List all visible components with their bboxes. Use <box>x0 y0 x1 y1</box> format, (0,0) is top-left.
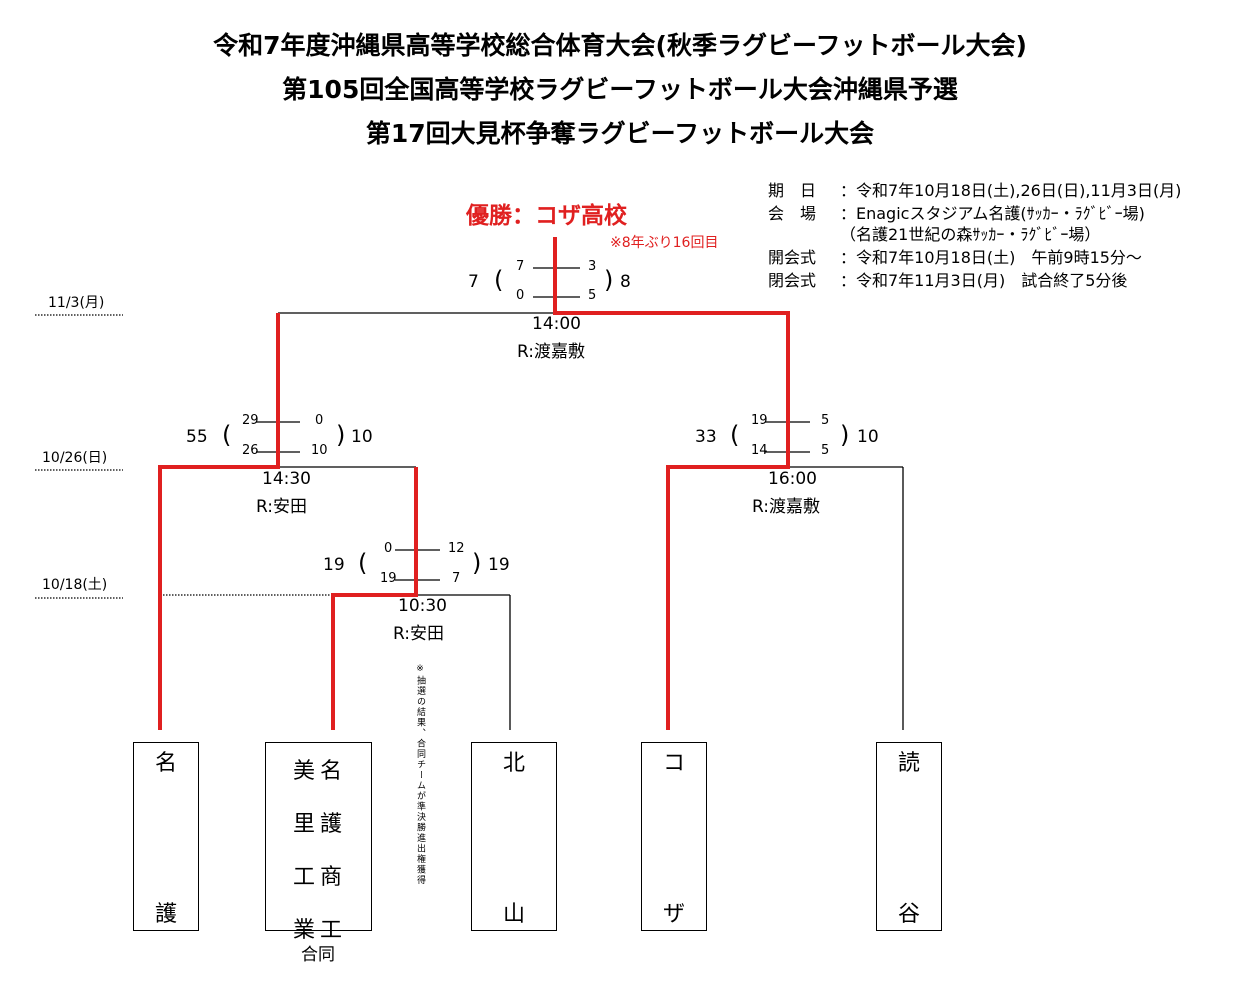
date-sf: 10/26(日) <box>42 450 108 466</box>
info-venue: 会 場：Enagicスタジアム名護(ｻｯｶｰ・ﾗｸﾞﾋﾞｰ場) <box>768 204 1145 223</box>
date-final: 11/3(月) <box>48 295 105 311</box>
winner-path-nago <box>158 313 280 730</box>
team-koza: コザ <box>641 742 707 931</box>
champion: 優勝：コザ高校 <box>466 203 627 229</box>
title-line-2: 第105回全国高等学校ラグビーフットボール大会沖縄県予選 <box>282 75 958 104</box>
team-hokuzan: 北山 <box>471 742 557 931</box>
team-nago: 名護 <box>133 742 199 931</box>
lottery-note: ※抽選の結果、合同チームが準決勝進出権獲得 <box>415 664 425 886</box>
info-date: 期 日：令和7年10月18日(土),26日(日),11月3日(月) <box>768 181 1182 200</box>
info-opening: 開会式：令和7年10月18日(土) 午前9時15分～ <box>768 248 1142 267</box>
title-line-1: 令和7年度沖縄県高等学校総合体育大会(秋季ラグビーフットボール大会) <box>213 31 1027 60</box>
joint-team-caption: 合同 <box>301 945 335 965</box>
info-closing: 閉会式：令和7年11月3日(月) 試合終了5分後 <box>768 271 1128 290</box>
team-misato-nagoshoko-joint: 美里工業 名護商工 <box>265 742 372 943</box>
winner-path-koza <box>553 237 790 730</box>
info-venue-alt: （名護21世紀の森ｻｯｶｰ・ﾗｸﾞﾋﾞｰ場） <box>840 225 1101 244</box>
title-line-3: 第17回大見杯争奪ラグビーフットボール大会 <box>365 119 875 148</box>
team-yomitan: 読谷 <box>876 742 942 931</box>
champion-note: ※8年ぶり16回目 <box>610 235 719 251</box>
winner-path-joint <box>331 467 418 730</box>
date-r1: 10/18(土) <box>42 577 108 593</box>
